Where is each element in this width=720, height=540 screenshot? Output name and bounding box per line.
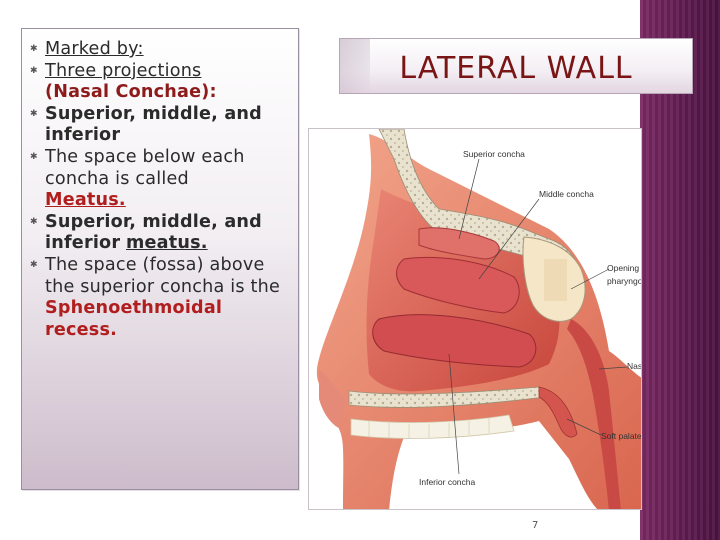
bullet-term: meatus. [126,233,208,254]
bullet-marker-icon: ✱ [30,216,38,227]
label-nasopharynx: Nasopharynx [627,361,642,371]
bullet-text-box: ✱ Marked by: ✱ Three projections (Nasal … [21,28,299,490]
bullet-marker-icon: ✱ [30,44,38,54]
bullet-marker-icon: ✱ [30,259,38,270]
label-pharyngotympanic-tube: pharyngotympanic tube [607,276,641,286]
bullet-text: Three projections [45,60,202,81]
bullet-text: Superior, middle, and inferior [45,103,262,146]
title-decoration [340,39,370,93]
bullet-marker-icon: ✱ [30,151,38,162]
bullet-text: The space below each concha is called [45,146,245,189]
bullet-subtext: (Nasal Conchae): [45,82,217,103]
bullet-marker-icon: ✱ [30,65,38,76]
list-item: ✱ The space below each concha is called … [22,147,292,212]
bullet-marker-icon: ✱ [30,108,38,119]
list-item: ✱ Superior, middle, and inferior [22,104,292,147]
nasal-anatomy-drawing [316,129,641,509]
label-middle-concha: Middle concha [539,189,594,199]
page-number: 7 [532,520,539,531]
bullet-text: Superior, middle, and inferior [45,211,262,254]
list-item: ✱ Marked by: [22,39,292,61]
page-title: LATERAL WALL [399,51,633,86]
nasal-cavity-illustration: Superior concha Middle concha Opening of… [308,128,642,510]
bullet-term: Sphenoethmoidal recess. [45,298,223,340]
bullet-text: Marked by: [45,39,144,59]
label-inferior-concha: Inferior concha [419,477,476,487]
label-opening: Opening of [607,263,641,273]
label-superior-concha: Superior concha [463,149,525,159]
title-box: LATERAL WALL [339,38,693,94]
bullet-term: Meatus. [45,190,126,211]
label-soft-palate: Soft palate [601,431,642,441]
list-item: ✱ Three projections (Nasal Conchae): [22,61,292,104]
bullet-text: The space (fossa) above the superior con… [45,254,280,297]
list-item: ✱ The space (fossa) above the superior c… [22,255,292,341]
bullet-list: ✱ Marked by: ✱ Three projections (Nasal … [22,39,292,341]
list-item: ✱ Superior, middle, and inferior meatus. [22,212,292,255]
